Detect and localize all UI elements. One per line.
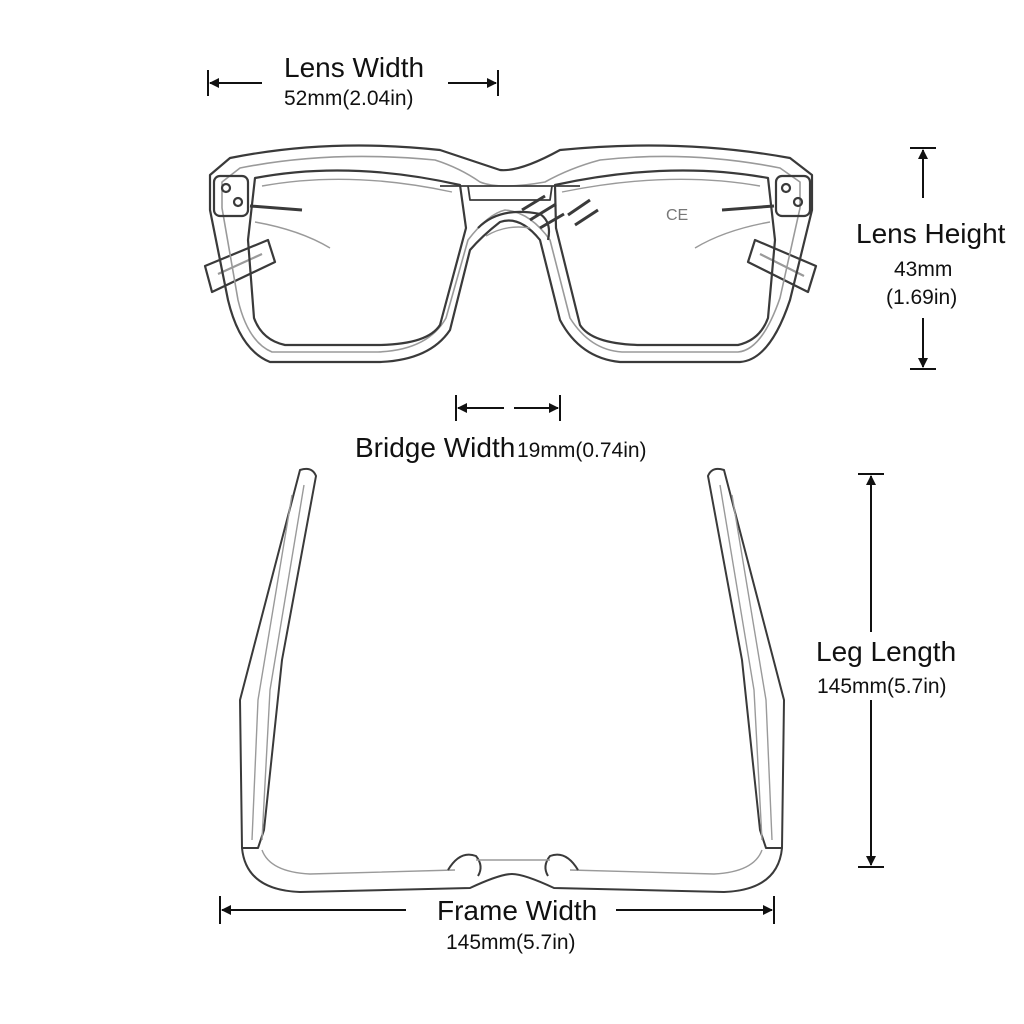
frame-width-title: Frame Width [437, 895, 598, 926]
bridge-width-title: Bridge Width [355, 432, 516, 463]
ce-mark: CE [666, 207, 688, 224]
leg-length-title: Leg Length [816, 636, 957, 667]
bridge-width-value: 19mm(0.74in) [517, 439, 647, 462]
top-view [239, 467, 785, 893]
front-view [203, 144, 818, 364]
frame-width-value: 145mm(5.7in) [446, 931, 576, 954]
lens-height-value-in: (1.69in) [886, 286, 958, 309]
lens-width-title: Lens Width [284, 52, 425, 83]
lens-width-value: 52mm(2.04in) [284, 87, 414, 110]
dimension-lines [207, 70, 936, 924]
lens-height-title: Lens Height [856, 218, 1006, 249]
leg-length-value: 145mm(5.7in) [817, 675, 947, 698]
lens-height-value-mm: 43mm [894, 258, 953, 281]
